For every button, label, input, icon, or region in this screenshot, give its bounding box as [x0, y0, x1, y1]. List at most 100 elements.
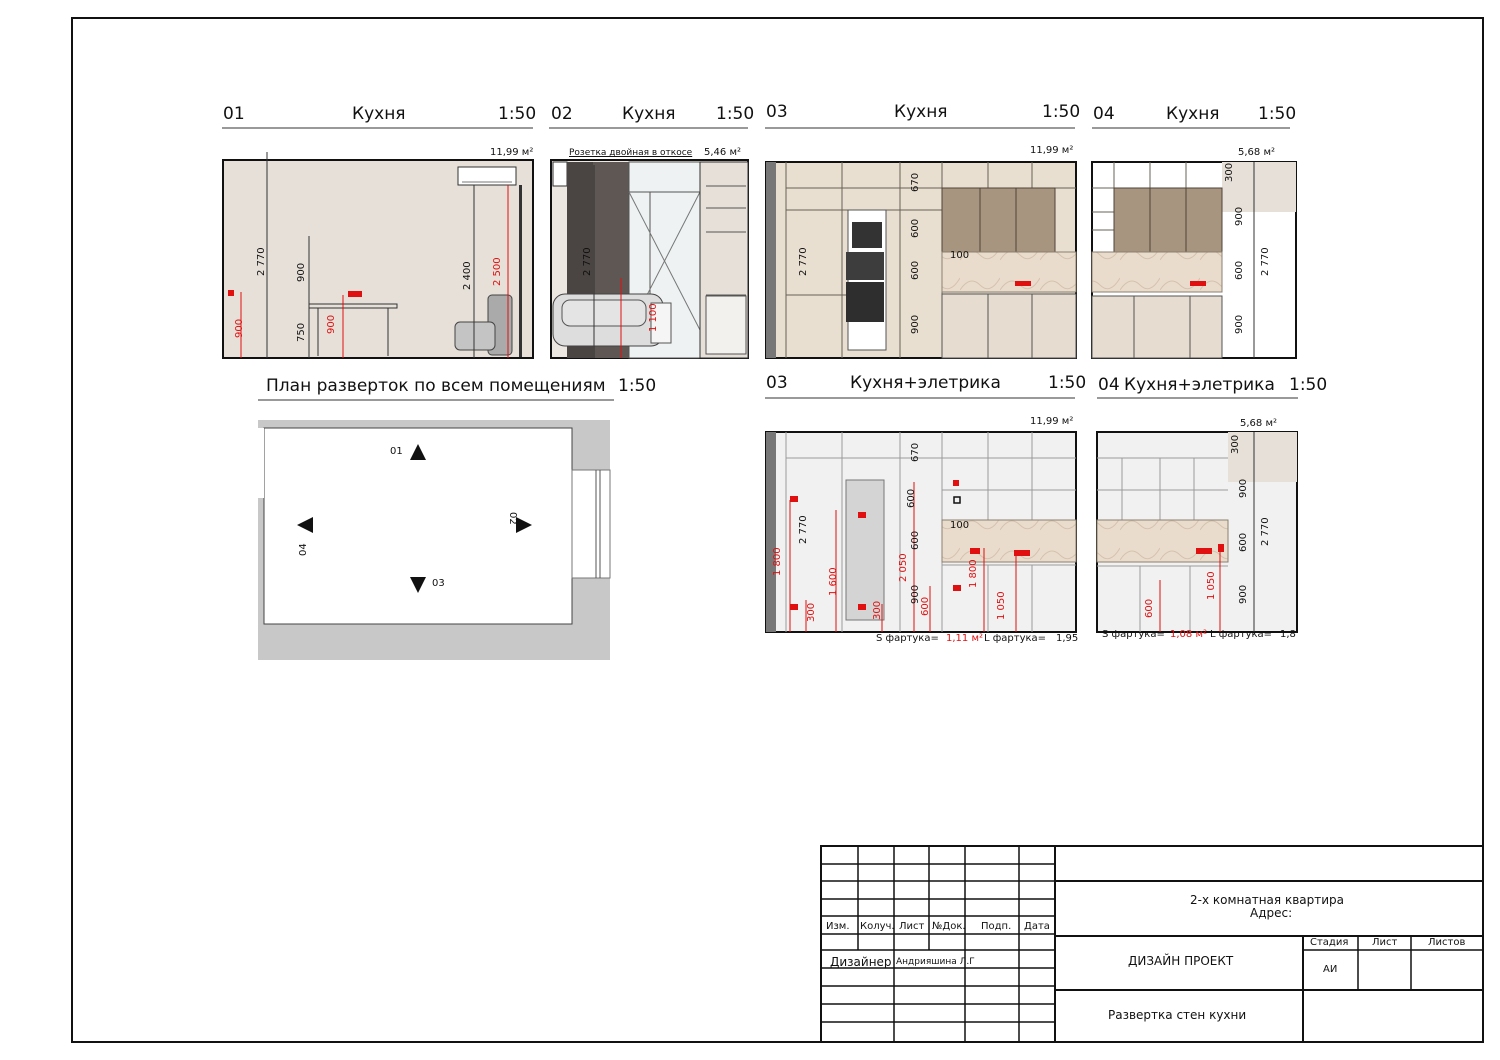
- view-04e-s-label: S фартука=: [1102, 629, 1165, 640]
- plan-marker-04: 04: [298, 543, 309, 556]
- dim-04-height: 2 770: [1260, 247, 1271, 276]
- elevation-04-electric: [1096, 431, 1298, 633]
- view-03-area: 11,99 м²: [1030, 145, 1074, 156]
- marker-03-arrow: [410, 577, 426, 593]
- tb-stage-value: АИ: [1323, 964, 1338, 975]
- dim-03-600a: 600: [910, 218, 921, 238]
- dim-03e-600a: 600: [906, 488, 917, 508]
- dim-04e-600: 600: [1238, 532, 1249, 552]
- view-04-scale: 1:50: [1258, 104, 1297, 124]
- dim-03-670: 670: [910, 172, 921, 192]
- dim-03e-red-600: 600: [920, 596, 931, 616]
- elevation-03: [765, 161, 1077, 359]
- view-04-title: Кухня: [1166, 104, 1220, 124]
- dim-01-2400: 2 400: [462, 261, 473, 290]
- sheet-border: [71, 17, 1484, 1043]
- dim-04e-red-1050: 1 050: [1206, 571, 1217, 600]
- view-02-title: Кухня: [622, 104, 676, 124]
- view-03e-l-value: 1,95: [1056, 633, 1079, 644]
- view-02-area: 5,46 м²: [704, 147, 741, 158]
- tb-col-podp: Подп.: [981, 921, 1012, 932]
- view-03e-number: 03: [766, 373, 788, 393]
- tb-sheet-header: Лист: [1372, 937, 1398, 948]
- view-02-scale: 1:50: [716, 104, 755, 124]
- dim-01-red-2500: 2 500: [492, 257, 503, 286]
- view-03-scale: 1:50: [1042, 102, 1081, 122]
- tb-sheets-header: Листов: [1428, 937, 1466, 948]
- dim-03e-red-1800b: 1 800: [968, 559, 979, 588]
- dim-03e-red-1800a: 1 800: [772, 547, 783, 576]
- plan-view: [258, 420, 611, 660]
- dim-01-750: 750: [296, 322, 307, 342]
- view-03e-s-label: S фартука=: [876, 633, 939, 644]
- view-01-title: Кухня: [352, 104, 406, 124]
- view-02-number: 02: [551, 104, 573, 124]
- view-03e-scale: 1:50: [1048, 373, 1087, 393]
- marker-01-arrow: [410, 444, 426, 460]
- dim-01-height: 2 770: [256, 247, 267, 276]
- tb-col-data: Дата: [1024, 921, 1050, 932]
- dim-03e-600b: 600: [910, 530, 921, 550]
- marker-04-arrow: [297, 517, 313, 533]
- plan-marker-03: 03: [432, 578, 445, 589]
- tb-stage-header: Стадия: [1310, 937, 1349, 948]
- view-04-number: 04: [1093, 104, 1115, 124]
- tb-col-ndok: №Док.: [932, 921, 966, 932]
- dim-04e-300: 300: [1230, 434, 1241, 454]
- dim-04-900b: 900: [1234, 314, 1245, 334]
- view-01-number: 01: [223, 104, 245, 124]
- dim-03-height: 2 770: [798, 247, 809, 276]
- dim-03e-100: 100: [950, 520, 970, 531]
- tb-col-koluch: Колуч.: [860, 921, 895, 932]
- dim-04-300: 300: [1224, 162, 1235, 182]
- dim-03-600b: 600: [910, 260, 921, 280]
- view-04e-scale: 1:50: [1289, 375, 1328, 395]
- plan-scale: 1:50: [618, 376, 657, 396]
- view-03e-area: 11,99 м²: [1030, 416, 1074, 427]
- dim-03e-red-300a: 300: [806, 602, 817, 622]
- dim-01-red-900b: 900: [326, 314, 337, 334]
- dim-04-900a: 900: [1234, 206, 1245, 226]
- tb-project-line2: Адрес:: [1250, 906, 1293, 920]
- dim-03-900: 900: [910, 314, 921, 334]
- title-block: [820, 845, 1484, 1043]
- plan-marker-02: 02: [507, 512, 518, 525]
- view-03e-l-label: L фартука=: [984, 633, 1047, 644]
- marker-02-arrow: [516, 517, 532, 533]
- dim-02-red-1100: 1 100: [648, 303, 659, 332]
- tb-col-izm: Изм.: [826, 921, 850, 932]
- dim-03e-height: 2 770: [798, 515, 809, 544]
- elevation-04: [1091, 161, 1297, 359]
- tb-design-project: ДИЗАЙН ПРОЕКТ: [1128, 954, 1234, 968]
- view-03-number: 03: [766, 102, 788, 122]
- tb-project-line1: 2-х комнатная квартира: [1190, 893, 1344, 907]
- dim-04e-900a: 900: [1238, 478, 1249, 498]
- view-04e-l-value: 1,8: [1280, 629, 1296, 640]
- dim-04e-red-600: 600: [1144, 598, 1155, 618]
- dim-03e-670: 670: [910, 442, 921, 462]
- view-04e-title: Кухня+элетрика: [1124, 375, 1275, 395]
- dim-03e-red-300b: 300: [872, 600, 883, 620]
- view-04e-l-label: L фартука=: [1210, 629, 1273, 640]
- view-01-area: 11,99 м²: [490, 147, 534, 158]
- dim-04-600: 600: [1234, 260, 1245, 280]
- elevation-01: [222, 152, 534, 359]
- tb-designer-name: Андрияшина Л.Г: [896, 957, 975, 967]
- view-04e-s-value: 1,08 м²: [1170, 629, 1207, 640]
- plan-title: План разверток по всем помещениям: [266, 376, 606, 396]
- dim-02-height: 2 770: [582, 247, 593, 276]
- dim-01-red-900a: 900: [234, 318, 245, 338]
- view-04-area: 5,68 м²: [1238, 147, 1275, 158]
- dim-03e-red-1050: 1 050: [996, 591, 1007, 620]
- dim-03-100: 100: [950, 250, 970, 261]
- tb-drawing-name: Развертка стен кухни: [1108, 1008, 1247, 1022]
- plan-marker-01: 01: [390, 446, 403, 457]
- dim-03e-red-2050: 2 050: [898, 553, 909, 582]
- view-02-note: Розетка двойная в откосе: [569, 148, 693, 158]
- tb-col-list: Лист: [899, 921, 925, 932]
- elevation-03-electric: [765, 431, 1077, 633]
- view-03e-s-value: 1,11 м²: [946, 633, 983, 644]
- view-04e-number: 04: [1098, 375, 1120, 395]
- tb-designer-label: Дизайнер: [830, 955, 892, 969]
